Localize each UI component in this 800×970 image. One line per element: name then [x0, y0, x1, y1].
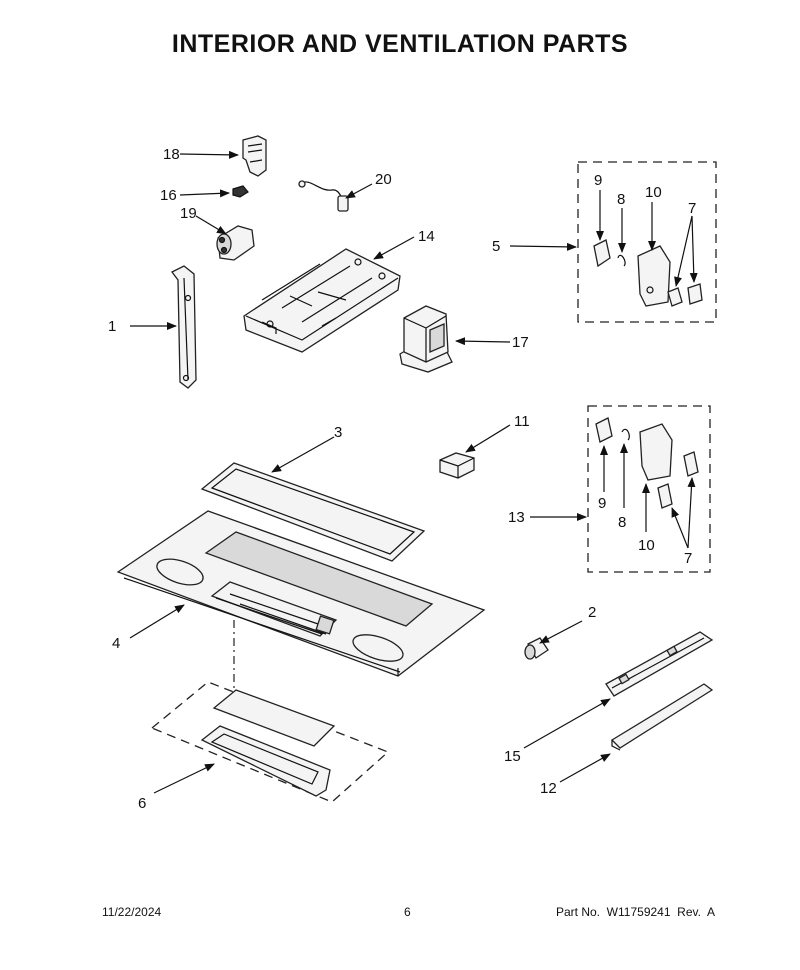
- part-17-transformer: [399, 305, 453, 373]
- callout-11: 11: [514, 413, 530, 430]
- group5-callout-7: 7: [688, 200, 696, 217]
- group5-callout-10: 10: [645, 184, 662, 201]
- group13-callout-10: 10: [638, 537, 655, 554]
- footer-date: 11/22/2024: [102, 905, 162, 919]
- page-title: INTERIOR AND VENTILATION PARTS: [171, 30, 629, 58]
- callout-4: 4: [112, 635, 120, 652]
- part-11-block: [439, 452, 475, 479]
- part-1-side-bracket: [171, 265, 197, 389]
- callout-18: 18: [163, 146, 180, 163]
- callout-1: 1: [108, 318, 116, 335]
- part-12-bar: [610, 683, 714, 751]
- part-19-capacitor: [216, 225, 255, 261]
- part-6-group: [150, 681, 390, 803]
- callout-15: 15: [504, 748, 521, 765]
- callout-17: 17: [512, 334, 529, 351]
- part-16-clip: [232, 185, 249, 198]
- callout-19: 19: [180, 205, 197, 222]
- callout-3: 3: [334, 424, 342, 441]
- callout-2: 2: [588, 604, 596, 621]
- part-4-bottom-plate: [116, 510, 486, 677]
- group5-callout-8: 8: [617, 191, 625, 208]
- part-15-rail: [605, 631, 714, 697]
- callout-6: 6: [138, 795, 146, 812]
- group13-callout-8: 8: [618, 514, 626, 531]
- footer-page-number: 6: [404, 905, 411, 919]
- group-13-switch-assembly: [587, 405, 711, 573]
- footer-part-number: Part No. W11759241 Rev. A: [556, 905, 715, 919]
- group-5-switch-assembly: [577, 161, 717, 323]
- part-18-bracket: [242, 135, 267, 177]
- part-14-mounting-plate: [243, 248, 401, 353]
- callout-14: 14: [418, 228, 435, 245]
- group5-callout-9: 9: [594, 172, 602, 189]
- group13-callout-7a: 7: [684, 550, 692, 567]
- part-20-fuse-wire: [298, 180, 349, 212]
- callout-5: 5: [492, 238, 500, 255]
- part-3-filter: [200, 462, 426, 562]
- leader-lines: [129, 150, 698, 794]
- callout-16: 16: [160, 187, 177, 204]
- callout-20: 20: [375, 171, 392, 188]
- group13-callout-9: 9: [598, 495, 606, 512]
- callout-12: 12: [540, 780, 557, 797]
- callout-13: 13: [508, 509, 525, 526]
